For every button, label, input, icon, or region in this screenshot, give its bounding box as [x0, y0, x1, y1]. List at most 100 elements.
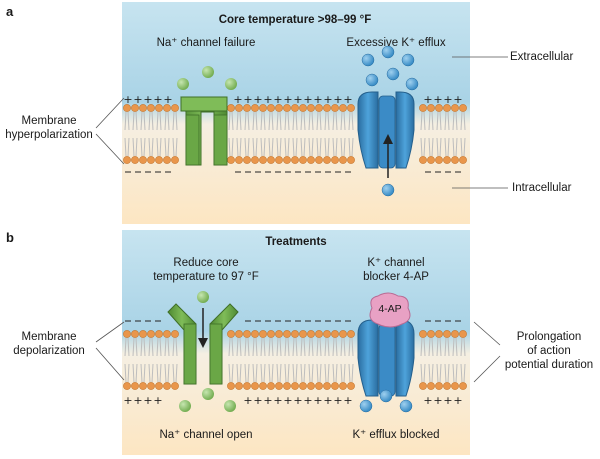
- lipid-head: [291, 382, 299, 390]
- lipid-tail: [455, 363, 458, 383]
- lipid-tail: [335, 137, 338, 157]
- lipid-tail: [316, 111, 319, 131]
- lipid-tail: [156, 363, 159, 383]
- lipid-head: [163, 104, 171, 112]
- lipid-tail: [124, 337, 127, 357]
- lipid-head: [299, 330, 307, 338]
- intracellular-label: Intracellular: [512, 182, 572, 194]
- lipid-tail: [316, 337, 319, 357]
- lipid-tail: [268, 363, 271, 383]
- lipid-tail: [340, 111, 343, 131]
- lipid-tail: [228, 363, 231, 383]
- lipid-head: [275, 330, 283, 338]
- lipid-tail: [332, 111, 335, 131]
- lipid-tail: [455, 111, 458, 131]
- lipid-tail: [247, 337, 250, 357]
- lipid-tail: [167, 137, 170, 157]
- lipid-tail: [247, 111, 250, 131]
- lipid-tail: [239, 137, 242, 157]
- lipid-tail: [311, 111, 314, 131]
- lipid-tail: [151, 337, 154, 357]
- lipid-tail: [124, 111, 127, 131]
- lipid-tail: [143, 137, 146, 157]
- lipid-tail: [439, 337, 442, 357]
- lipid-head: [235, 382, 243, 390]
- lipid-tail: [452, 363, 455, 383]
- lipid-tail: [252, 111, 255, 131]
- leader-prolongation: [473, 355, 501, 383]
- leader-depolarization: [95, 321, 125, 343]
- lipid-head: [347, 104, 355, 112]
- lipid-head: [123, 156, 131, 164]
- lipid-tail: [271, 111, 274, 131]
- charge-plus: +: [283, 394, 292, 407]
- lipid-tail: [260, 337, 263, 357]
- lipid-tail: [276, 137, 279, 157]
- lipid-tail: [436, 137, 439, 157]
- lipid-head: [323, 382, 331, 390]
- lipid-head: [443, 156, 451, 164]
- k-ion: [401, 53, 415, 67]
- lipid-tail: [455, 337, 458, 357]
- charge-plus: +: [283, 93, 292, 106]
- lipid-tail: [260, 111, 263, 131]
- lipid-tail: [295, 111, 298, 131]
- lipid-tail: [348, 337, 351, 357]
- lipid-tail: [340, 337, 343, 357]
- lipid-tail: [135, 363, 138, 383]
- side-label-line: Prolongation: [516, 331, 582, 343]
- lipid-head: [451, 104, 459, 112]
- lipid-tail: [172, 137, 175, 157]
- lipid-tail: [151, 363, 154, 383]
- lipid-tail: [287, 337, 290, 357]
- charge-plus: +: [343, 394, 352, 407]
- lipid-tail: [295, 363, 298, 383]
- lipid-tail: [135, 137, 138, 157]
- lipid-tail: [327, 111, 330, 131]
- lipid-tail: [263, 337, 266, 357]
- lipid-tail: [167, 111, 170, 131]
- lipid-tail: [439, 137, 442, 157]
- lipid-tail: [420, 111, 423, 131]
- lipid-tail: [292, 137, 295, 157]
- lipid-head: [427, 156, 435, 164]
- lipid-head: [299, 382, 307, 390]
- lipid-tail: [172, 363, 175, 383]
- lipid-tail: [327, 363, 330, 383]
- lipid-head: [451, 330, 459, 338]
- lipid-tail: [324, 137, 327, 157]
- lipid-tail: [268, 111, 271, 131]
- lipid-head: [155, 104, 163, 112]
- lipid-tail: [303, 363, 306, 383]
- leader-hyperpolarization: [95, 133, 125, 165]
- k-efflux-arrowhead: [383, 134, 393, 144]
- lipid-head: [123, 330, 131, 338]
- lipid-tail: [428, 337, 431, 357]
- lipid-tail: [159, 137, 162, 157]
- lipid-tail: [236, 363, 239, 383]
- lipid-tail: [236, 137, 239, 157]
- k-ion: [405, 77, 419, 91]
- lipid-head: [259, 330, 267, 338]
- k-ions-b: [359, 389, 413, 413]
- lipid-head: [331, 382, 339, 390]
- lipid-tail: [164, 363, 167, 383]
- lipid-tail: [252, 137, 255, 157]
- lipid-tail: [124, 137, 127, 157]
- lipid-tail: [255, 111, 258, 131]
- lipid-tail: [447, 337, 450, 357]
- lipid-tail: [151, 111, 154, 131]
- lipid-tail: [319, 337, 322, 357]
- lipid-head: [267, 156, 275, 164]
- na-influx-arrowhead: [198, 338, 208, 348]
- lipid-tail: [236, 337, 239, 357]
- lipid-tail: [159, 337, 162, 357]
- leader-hyperpolarization: [95, 97, 125, 129]
- charge-plus: +: [293, 93, 302, 106]
- lipid-tail: [327, 337, 330, 357]
- lipid-tail: [439, 111, 442, 131]
- charge-plus: +: [303, 394, 312, 407]
- lipid-tail: [351, 363, 354, 383]
- lipid-tail: [140, 337, 143, 357]
- lipid-head: [459, 104, 467, 112]
